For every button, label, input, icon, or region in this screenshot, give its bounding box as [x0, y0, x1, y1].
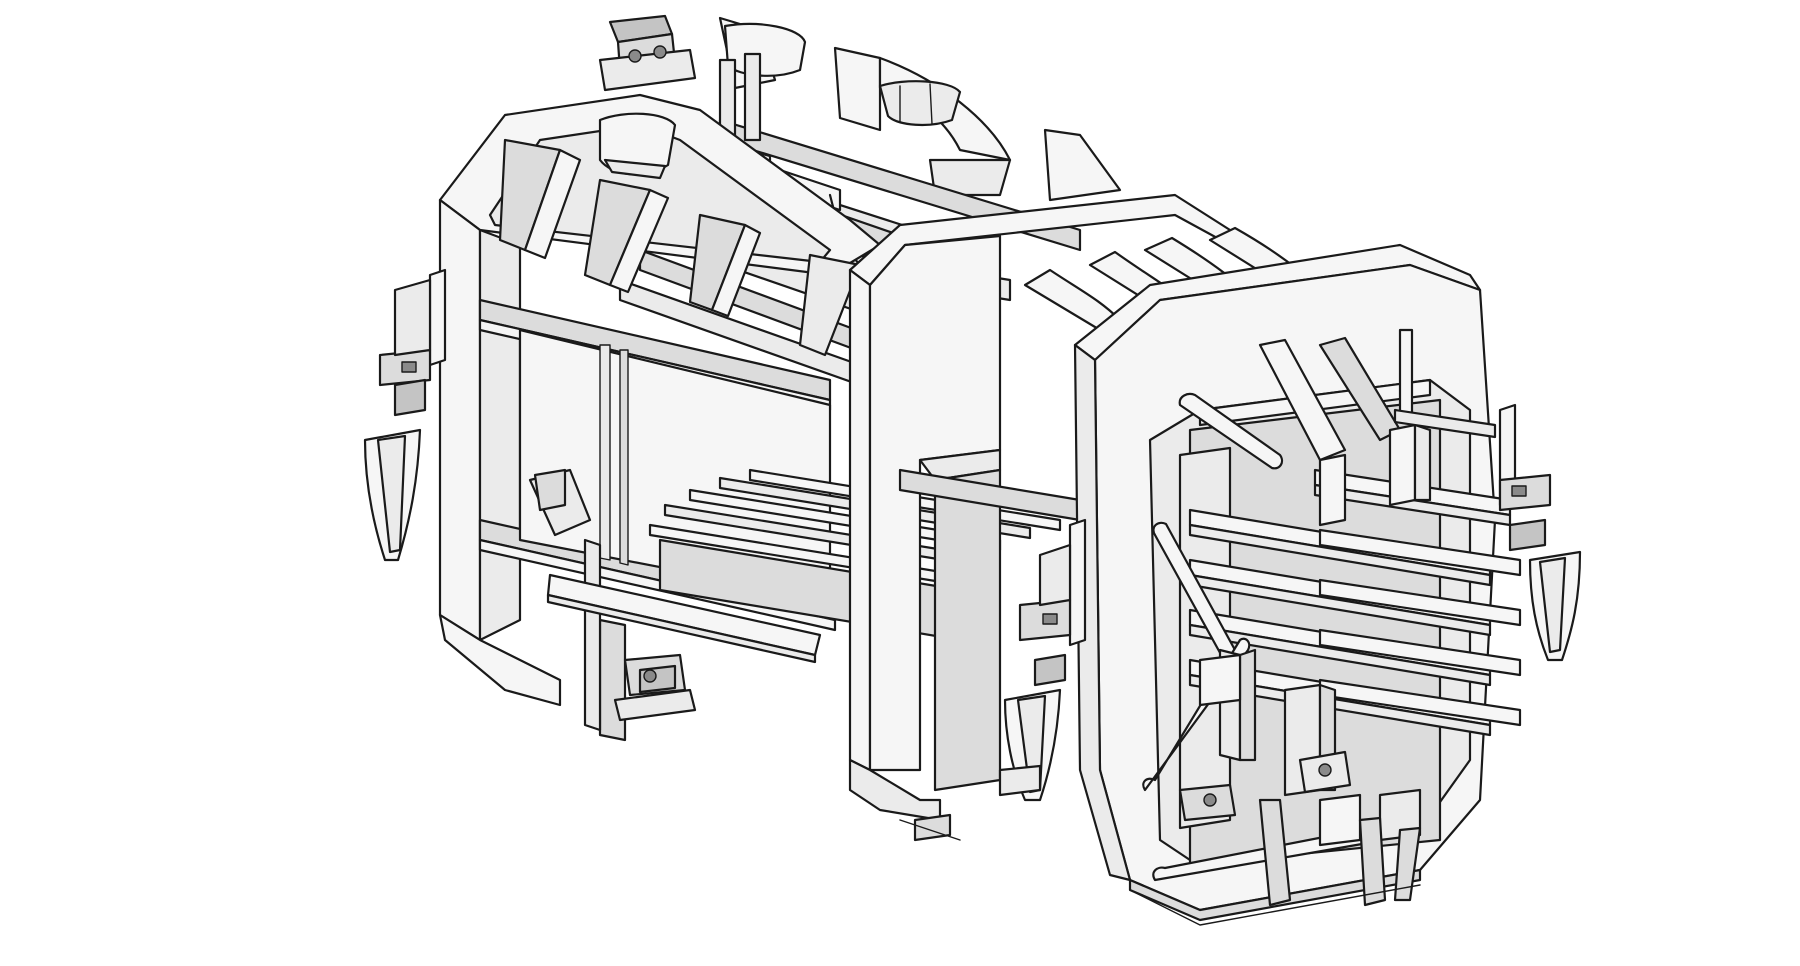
lower-clamp-left — [613, 653, 697, 722]
bottom-plate — [546, 573, 822, 664]
right-side-bracket — [1498, 403, 1582, 662]
ground-shadow — [899, 819, 1421, 926]
upper-struts — [1258, 328, 1497, 527]
head-pad — [598, 112, 677, 180]
back-left-fixture — [528, 468, 592, 537]
left-gussets — [498, 138, 862, 357]
middle-ring — [848, 193, 1232, 822]
top-clamp-left — [598, 14, 697, 92]
left-side-bracket — [363, 268, 447, 562]
bottom-clamps — [1178, 750, 1422, 907]
i-beams — [1188, 468, 1522, 737]
lower-blocks — [913, 764, 1042, 842]
